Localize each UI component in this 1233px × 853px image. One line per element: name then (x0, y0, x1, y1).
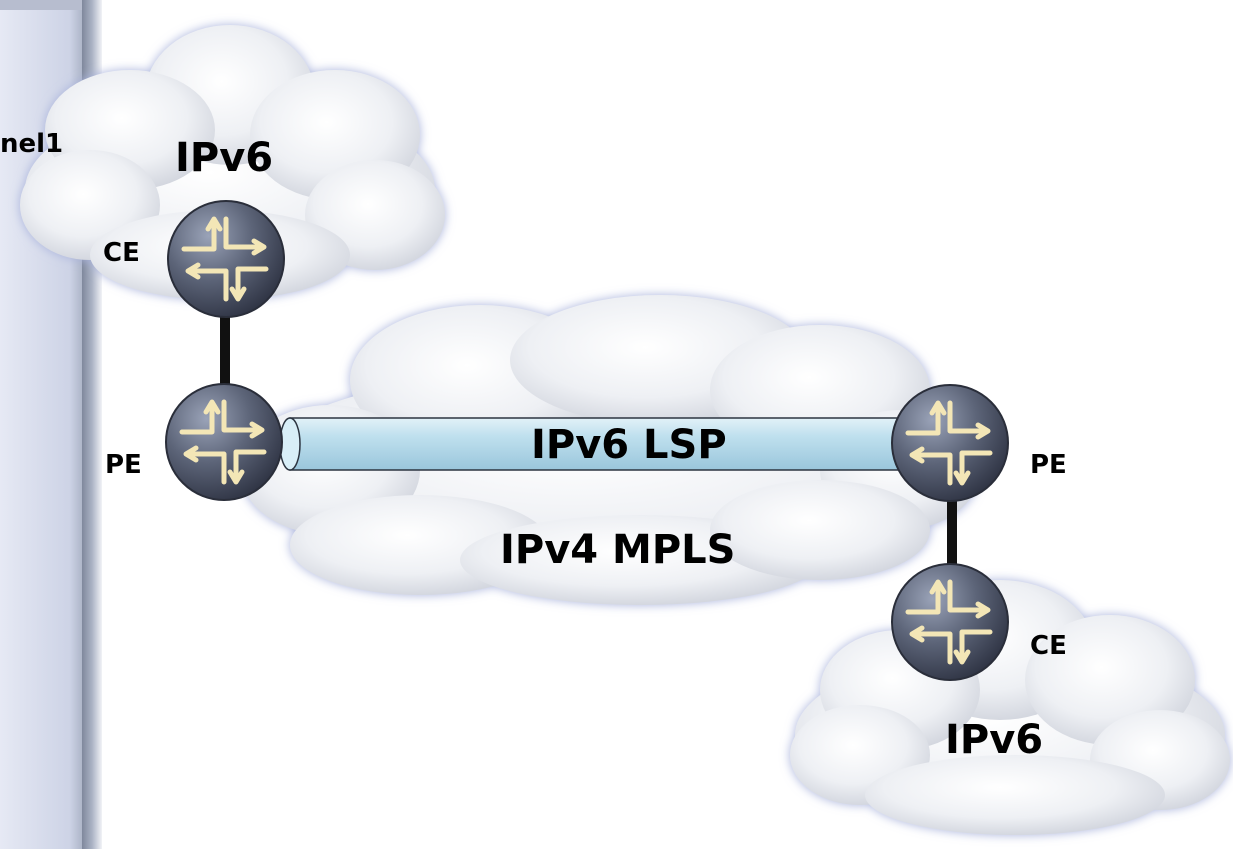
router-pe-right (891, 384, 1009, 502)
router-ce-top (167, 200, 285, 318)
lsp-tunnel (279, 417, 911, 471)
router-label-ce-top: CE (103, 238, 140, 268)
side-panel-label: nel1 (0, 129, 64, 159)
router-label-pe-right: PE (1030, 450, 1067, 480)
cloud-ipv6-bottom (790, 580, 1230, 835)
cloud-label-ipv6-bottom: IPv6 (945, 717, 1044, 763)
router-ce-bottom (891, 563, 1009, 681)
router-pe-left (165, 383, 283, 501)
tunnel-label: IPv6 LSP (531, 422, 727, 468)
router-label-ce-bottom: CE (1030, 631, 1067, 661)
cloud-ipv6-top (20, 25, 445, 300)
router-label-pe-left: PE (105, 450, 142, 480)
cloud-label-ipv4-mpls: IPv4 MPLS (500, 527, 736, 573)
cloud-label-ipv6-top: IPv6 (175, 135, 274, 181)
